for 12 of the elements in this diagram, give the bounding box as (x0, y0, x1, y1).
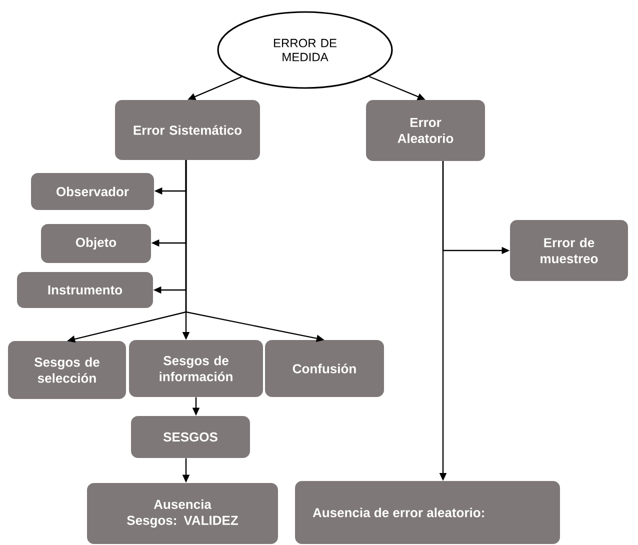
concept-box: Observador (31, 173, 154, 210)
concept-box: Sesgos de información (129, 340, 263, 397)
concept-box: Confusión (265, 340, 384, 397)
concept-box: Ausencia Sesgos: VALIDEZ (87, 483, 278, 544)
concept-box: Error de muestreo (510, 220, 628, 281)
concept-box: SESGOS (131, 416, 250, 458)
concept-box: Error Aleatorio (366, 100, 485, 161)
concept-box: Objeto (41, 224, 151, 263)
concept-box: Sesgos de selección (8, 341, 126, 399)
concept-box: Ausencia de error aleatorio: (295, 481, 560, 544)
concept-box: Instrumento (17, 272, 153, 308)
concept-box: Error Sistemático (115, 100, 260, 160)
